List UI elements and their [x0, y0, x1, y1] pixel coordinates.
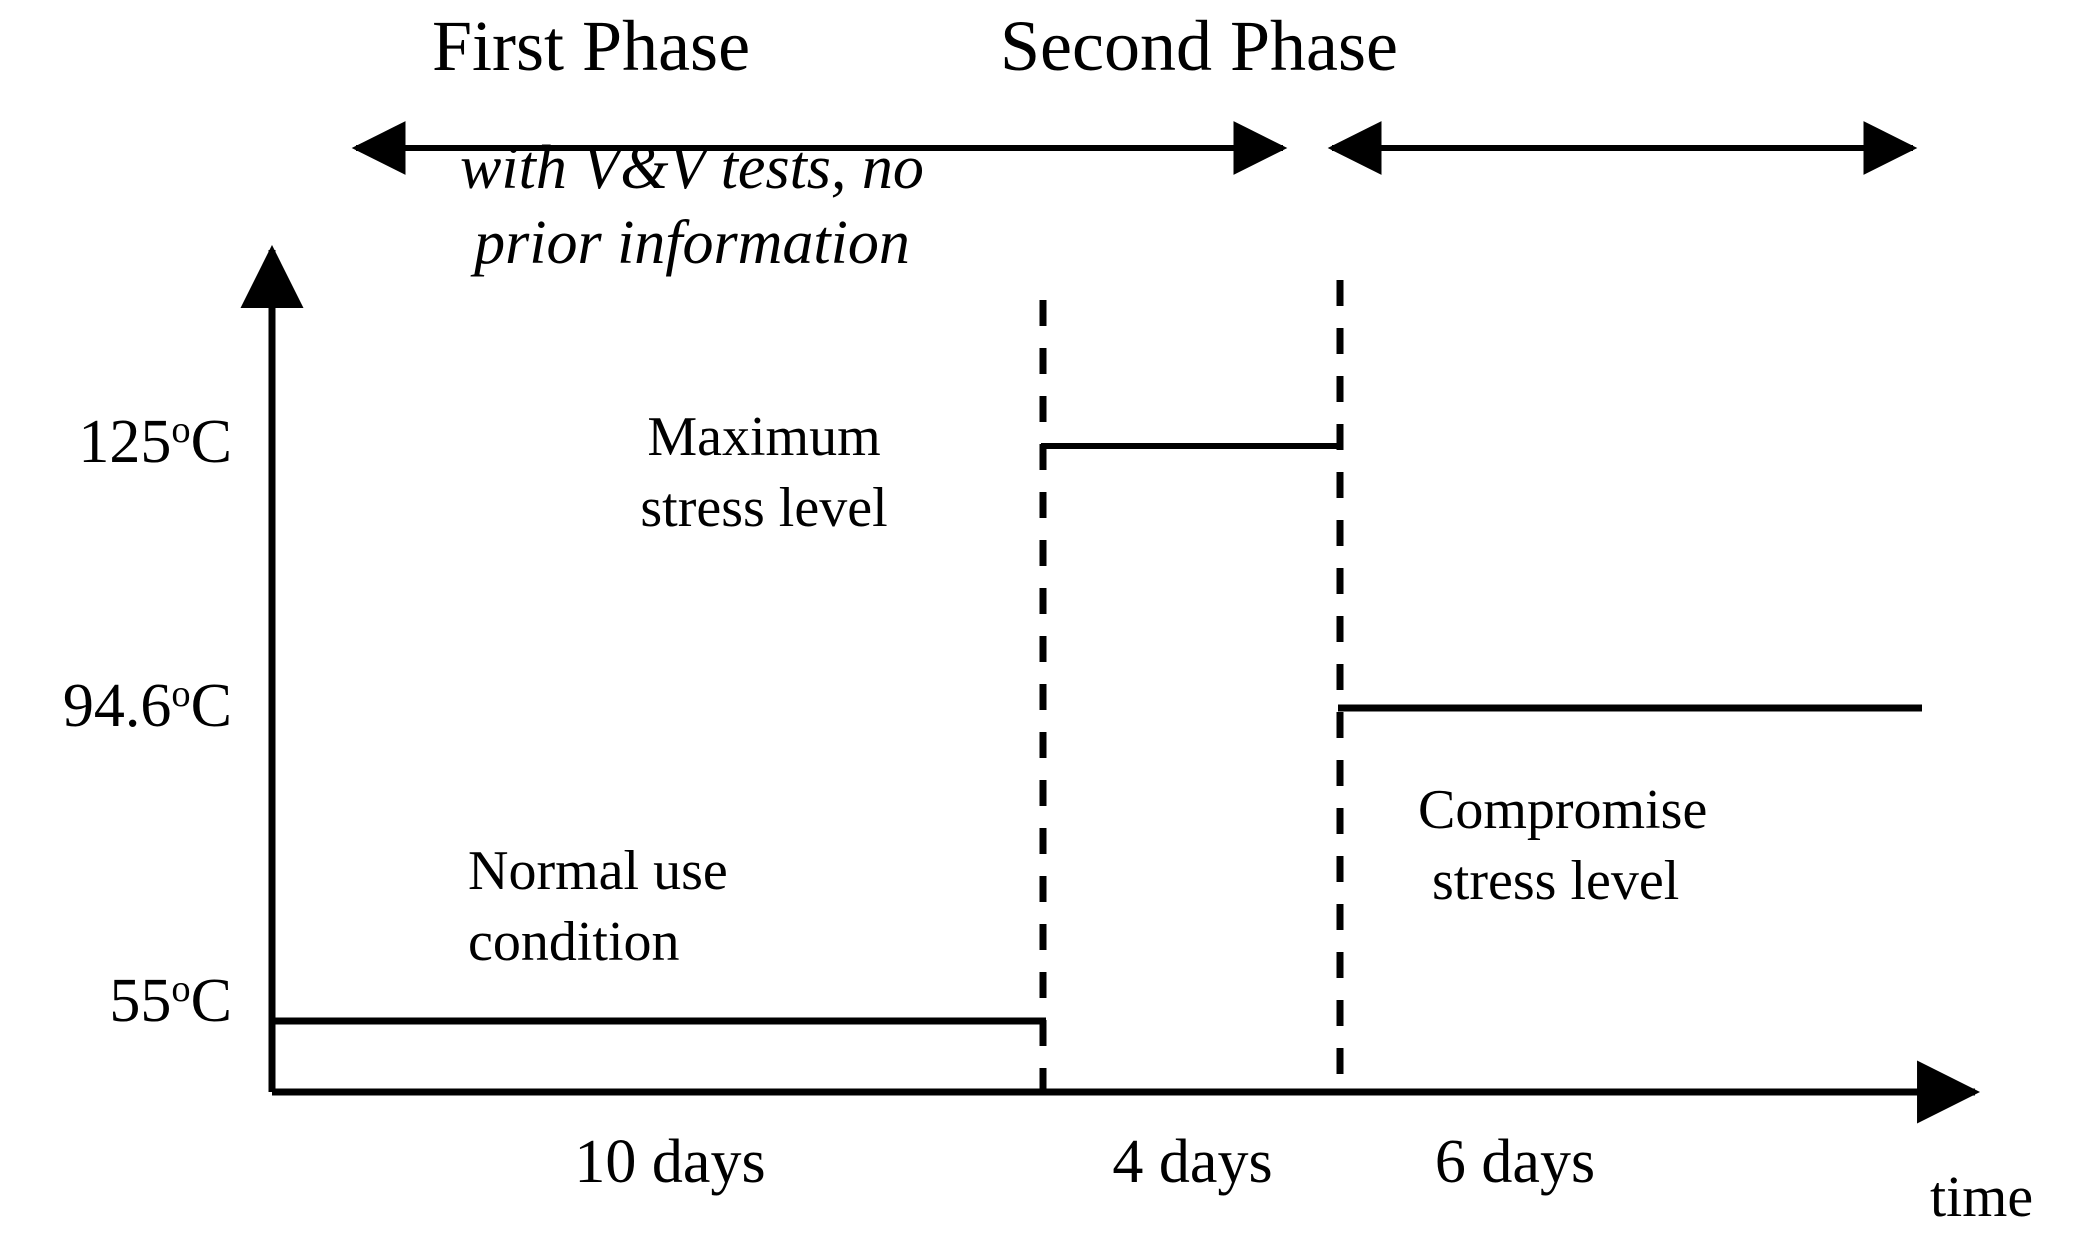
x-segment-label-6-days: 6 days [1434, 1128, 1596, 1196]
maximum-stress-label-line-2: stress level [640, 477, 888, 539]
second-phase-title: Second Phase [1000, 6, 1398, 86]
y-tick-label-55: 55oC [109, 967, 232, 1035]
y-tick-label-94-6: 94.6oC [62, 672, 232, 740]
x-segment-label-4-days: 4 days [1112, 1128, 1273, 1196]
x-axis-title-time: time [1930, 1164, 2034, 1229]
normal-use-label-line-2: condition [468, 911, 680, 973]
maximum-stress-label-line-1: Maximum [647, 406, 881, 468]
first-phase-title: First Phase [432, 6, 751, 86]
compromise-stress-label-line-2: stress level [1432, 850, 1680, 912]
normal-use-label-line-1: Normal use [468, 840, 728, 902]
y-tick-label-125: 125oC [78, 408, 232, 476]
phase-annotation-line-2: prior information [474, 209, 910, 277]
compromise-stress-label-line-1: Compromise [1418, 779, 1708, 841]
x-segment-label-10-days: 10 days [574, 1128, 766, 1196]
phase-annotation-line-1: with V&V tests, no [460, 134, 924, 202]
